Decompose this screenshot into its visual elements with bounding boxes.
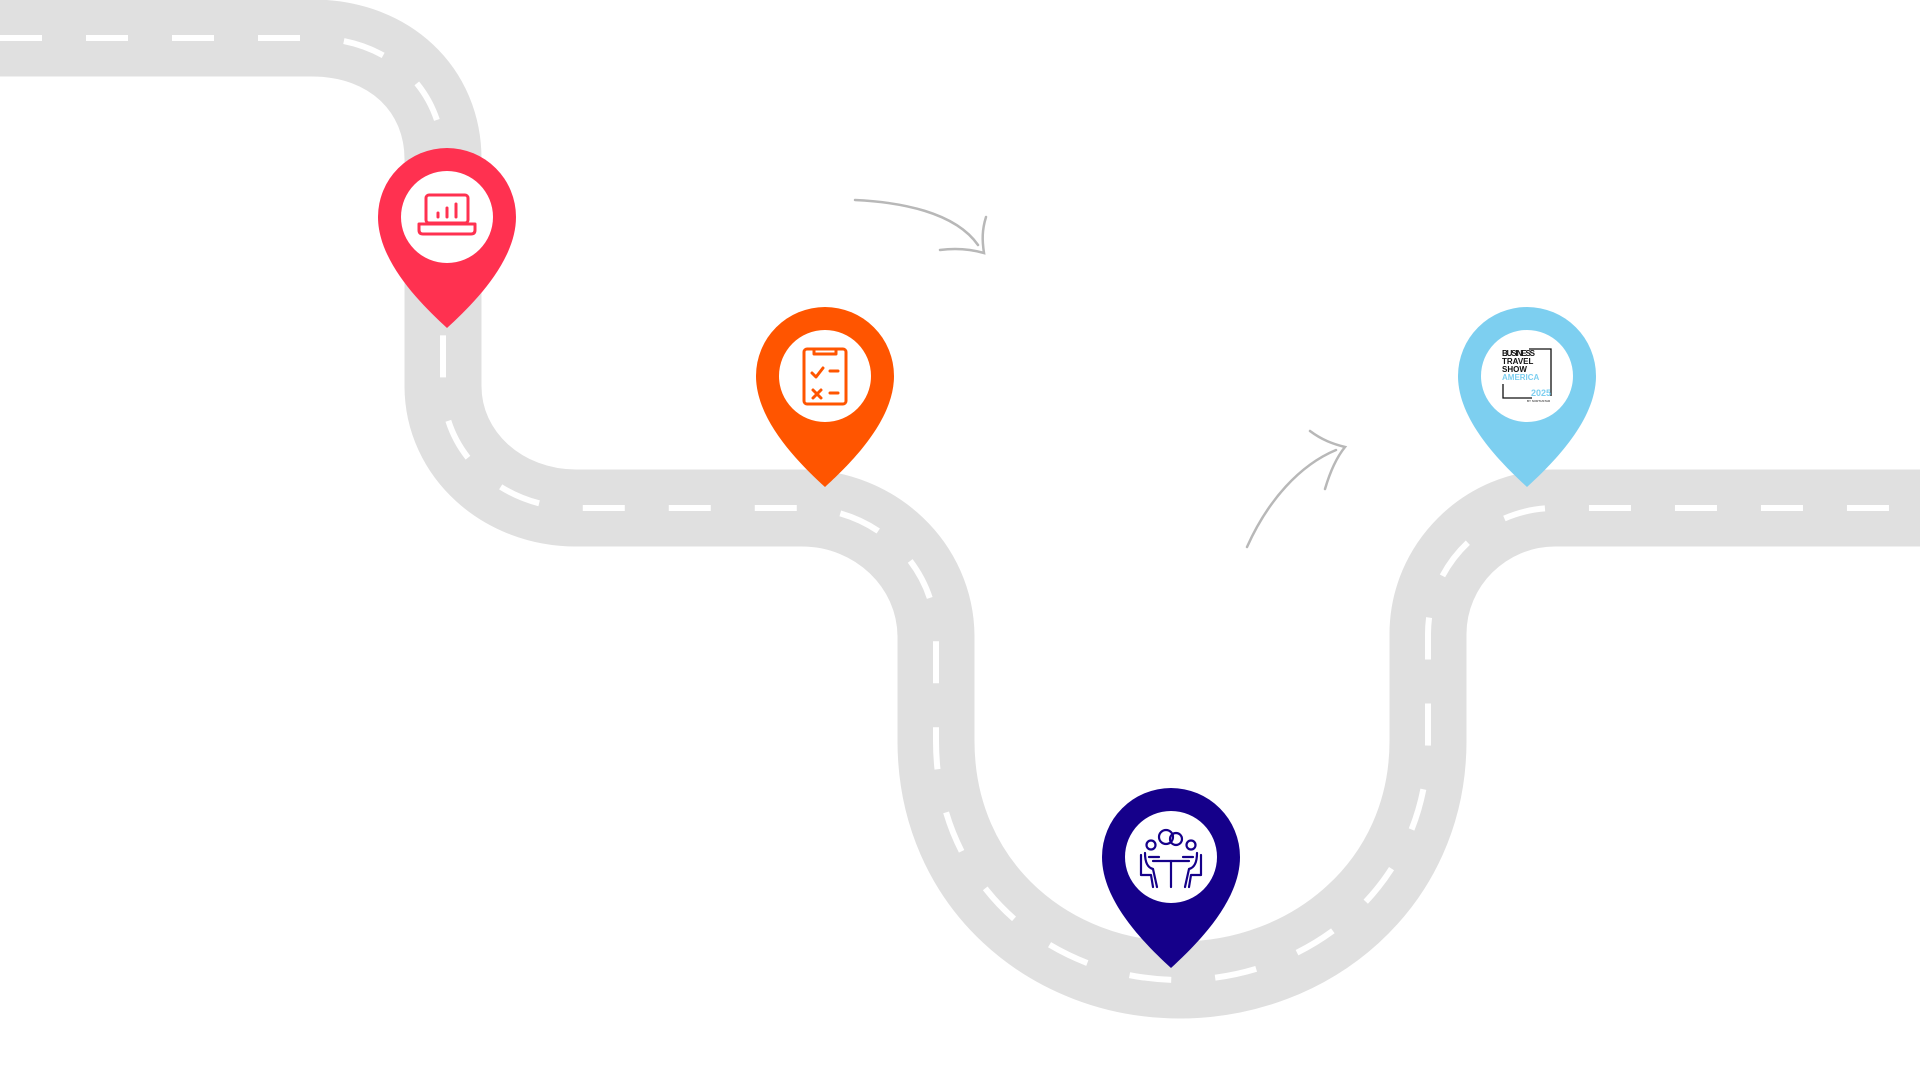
logo-line-1: BUSINESS bbox=[1502, 349, 1536, 358]
sketch-arrow-1 bbox=[853, 198, 988, 255]
logo-year: 2025 bbox=[1531, 388, 1551, 398]
logo-line-3: SHOW bbox=[1502, 365, 1527, 374]
milestone-pin-4[interactable]: BUSINESS TRAVEL SHOW AMERICA 2025 BY NOR… bbox=[1458, 307, 1596, 487]
checklist-clipboard-icon bbox=[802, 347, 848, 406]
logo-line-4: AMERICA bbox=[1502, 373, 1540, 382]
road bbox=[0, 0, 1920, 1019]
milestone-pin-1[interactable] bbox=[378, 148, 516, 328]
sketch-arrow-2 bbox=[1245, 429, 1348, 549]
milestone-pin-2[interactable] bbox=[756, 307, 894, 487]
business-travel-show-logo: BUSINESS TRAVEL SHOW AMERICA 2025 BY NOR… bbox=[1502, 348, 1552, 403]
meeting-people-icon bbox=[1139, 828, 1203, 889]
milestone-pin-3[interactable] bbox=[1102, 788, 1240, 968]
logo-line-2: TRAVEL bbox=[1502, 357, 1534, 366]
logo-byline: BY NORTHSTAR bbox=[1527, 399, 1551, 403]
road-center-dashes bbox=[0, 35, 1920, 984]
laptop-chart-icon bbox=[417, 193, 477, 236]
